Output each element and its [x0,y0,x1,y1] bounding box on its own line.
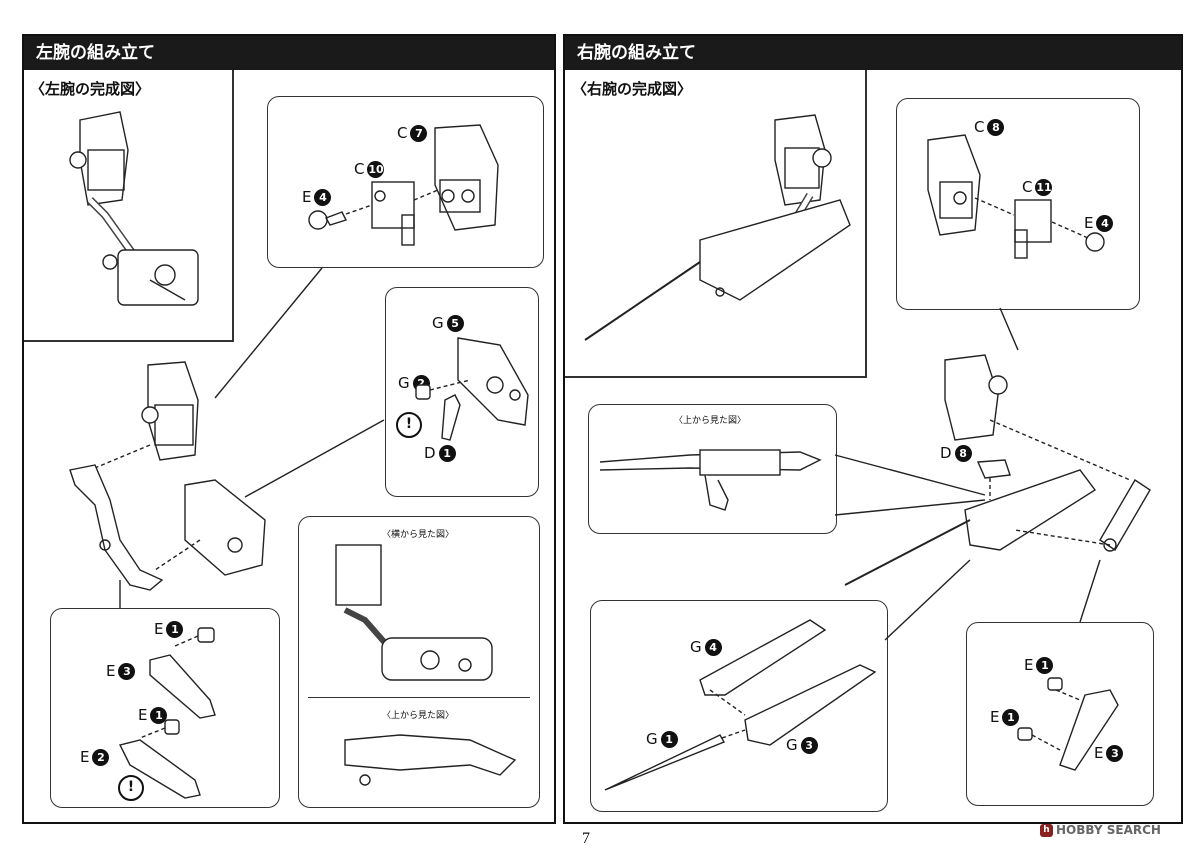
left-completed-panel [24,70,234,342]
caution-icon: ! [396,412,422,438]
watermark-text: HOBBY SEARCH [1056,823,1161,837]
watermark-logo-icon: h [1040,823,1053,837]
right-top-view-caption: 〈上から見た図〉 [674,416,747,426]
left-shoulder-detail-panel [267,96,544,268]
left-views-panel [298,516,540,808]
page-number: 7 [582,830,590,847]
right-completed-title: 〈右腕の完成図〉 [572,80,693,98]
watermark: h HOBBY SEARCH [1040,823,1161,837]
right-rifle-detail-panel [590,600,888,812]
left-completed-title: 〈左腕の完成図〉 [30,80,151,98]
right-completed-panel [565,70,867,378]
right-section-title: 右腕の組み立て [565,36,1181,70]
right-shoulder-detail-panel [896,98,1140,310]
left-top-view-caption: 〈上から見た図〉 [382,711,455,721]
left-section-title: 左腕の組み立て [24,36,554,70]
caution-icon: ! [118,775,144,801]
left-views-divider [308,697,530,698]
left-side-view-caption: 〈横から見た図〉 [382,530,455,540]
